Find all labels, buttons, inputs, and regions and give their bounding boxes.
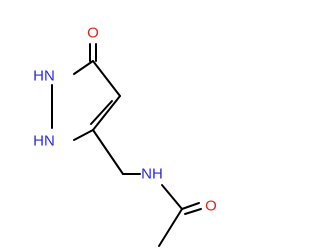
bond-ccarbonyl-o-2 xyxy=(184,208,202,215)
pyrazolone-ring xyxy=(51,60,121,141)
nh-amide-label: NH xyxy=(141,166,163,183)
molecule-structure: O HN HN NH O xyxy=(33,25,217,247)
bond-ccarbonyl-ch3 xyxy=(158,208,183,247)
oxygen-amide-label: O xyxy=(205,198,217,215)
carbonyl-ring xyxy=(89,43,97,62)
nh-top-label: HN xyxy=(33,68,55,85)
bond-n1-c5 xyxy=(73,60,94,75)
bond-ccarbonyl-o-1 xyxy=(181,202,200,210)
oxygen-ring-label: O xyxy=(87,25,99,42)
side-chain xyxy=(92,129,202,247)
bond-c3-n2 xyxy=(73,129,94,141)
bond-c4-c3-inner xyxy=(90,100,113,125)
nh-bottom-label: HN xyxy=(33,133,55,150)
bond-c5-c4 xyxy=(92,60,121,97)
bond-c4-c3 xyxy=(92,95,121,131)
bond-n-ccarbonyl xyxy=(161,184,183,210)
bond-c3-ch2 xyxy=(92,129,124,175)
